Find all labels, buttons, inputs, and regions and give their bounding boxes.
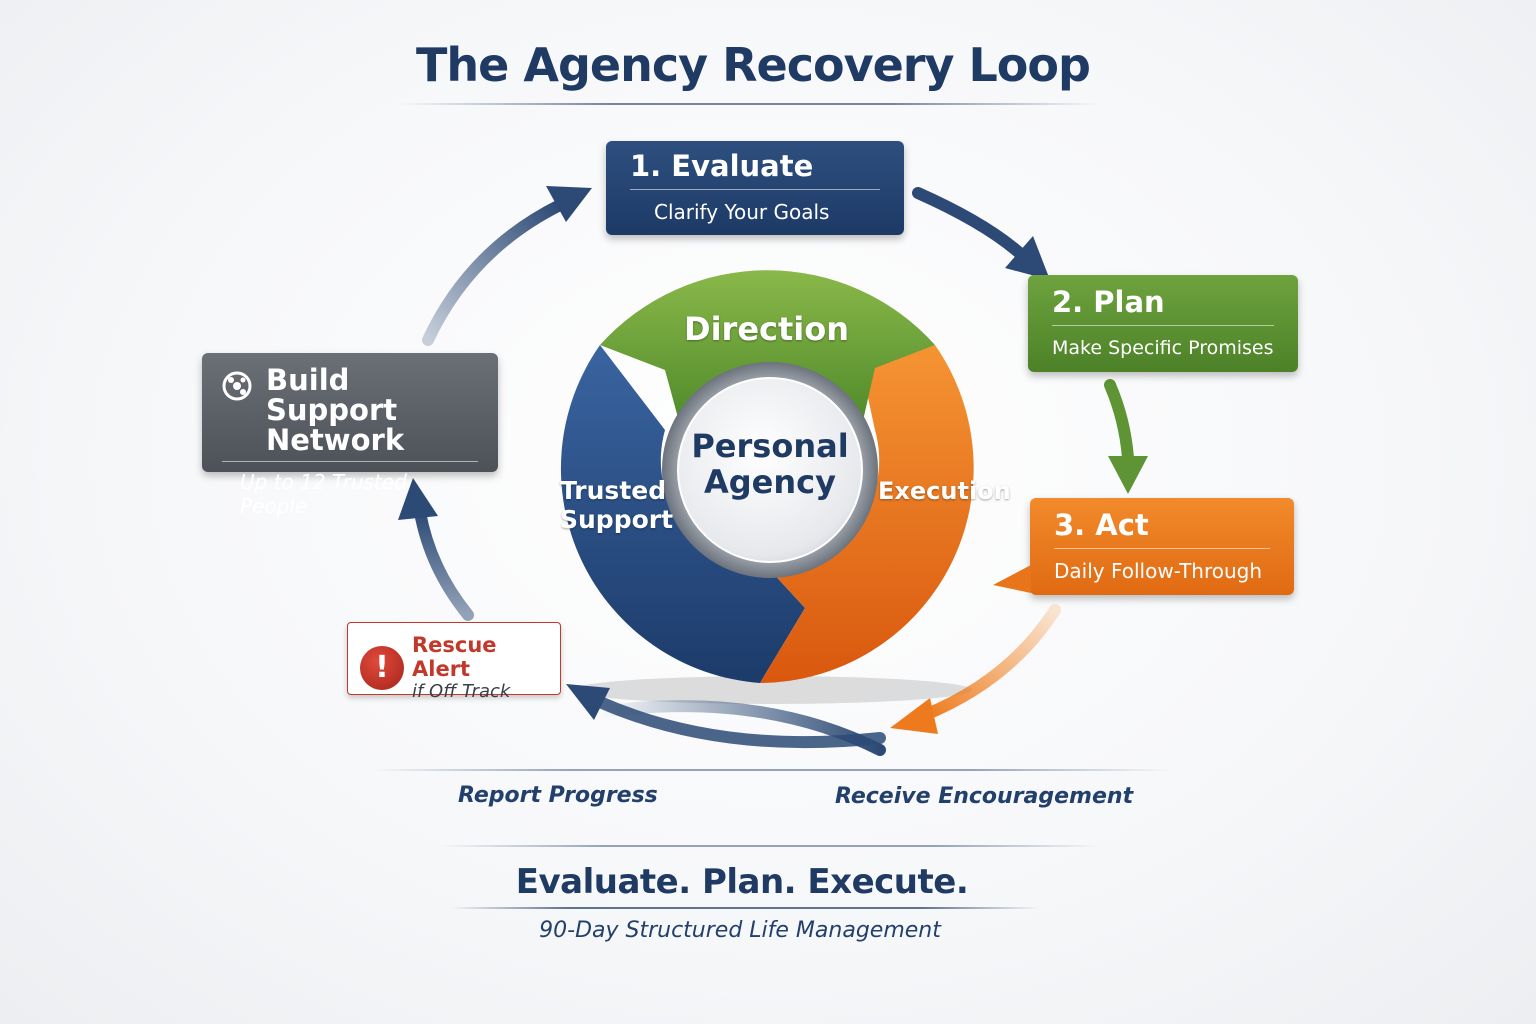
- step-act[interactable]: 3. Act Daily Follow-Through: [1030, 498, 1294, 595]
- label-execution: Execution: [878, 477, 1011, 505]
- step-evaluate-subtitle: Clarify Your Goals: [654, 200, 830, 224]
- step-plan-divider: [1052, 325, 1274, 326]
- step-plan[interactable]: 2. Plan Make Specific Promises: [1028, 275, 1298, 372]
- step-build-support-title: Build Support Network: [266, 365, 478, 455]
- slogan-underline: [450, 907, 1040, 909]
- arrow-plan-to-act-head: [1108, 456, 1148, 494]
- arrow-act-to-bottom-head: [890, 698, 938, 734]
- ring-shadow: [572, 676, 972, 704]
- step-evaluate-divider: [630, 189, 880, 190]
- segment-trusted-support: [560, 345, 805, 683]
- arrow-support-to-evaluate-head: [546, 186, 592, 222]
- step-build-support[interactable]: Build Support Network Up to 12 Trusted P…: [202, 353, 498, 518]
- bottom-rule-mid: [440, 845, 1100, 847]
- rescue-alert-title: Rescue Alert: [412, 633, 497, 681]
- exclamation-icon: !: [360, 646, 404, 690]
- label-direction: Direction: [684, 310, 850, 348]
- arrow-support-to-evaluate: [422, 199, 566, 346]
- label-support: Support: [560, 505, 674, 534]
- center-label: Personal Agency: [678, 428, 862, 500]
- tagline: 90-Day Structured Life Management: [539, 918, 941, 943]
- act-callout-pointer: [993, 565, 1031, 593]
- receive-encouragement-label: Receive Encouragement: [835, 784, 1134, 809]
- arrow-evaluate-to-plan-head: [1005, 236, 1050, 280]
- support-title-line-2: Network: [266, 423, 405, 457]
- bottom-rule-top: [370, 769, 1170, 771]
- rescue-alert[interactable]: ! Rescue Alert if Off Track: [347, 622, 561, 702]
- center-line-1: Personal: [691, 427, 849, 465]
- step-evaluate[interactable]: 1. Evaluate Clarify Your Goals: [606, 141, 904, 235]
- step-build-support-subtitle: Up to 12 Trusted People: [240, 470, 407, 518]
- support-network-icon: [222, 371, 252, 401]
- label-trusted: Trusted: [560, 476, 667, 505]
- label-trusted-support: Trusted Support: [560, 476, 673, 534]
- arrow-bottom-to-rescue-line: [594, 696, 886, 749]
- arrow-plan-to-act: [1104, 379, 1134, 464]
- report-progress-label: Report Progress: [458, 783, 658, 808]
- arrow-act-to-bottom: [919, 604, 1061, 721]
- main-title: The Agency Recovery Loop: [416, 38, 1091, 92]
- step-plan-title: 2. Plan: [1052, 285, 1165, 319]
- title-underline: [400, 103, 1100, 105]
- rescue-alert-subtitle: if Off Track: [412, 681, 511, 702]
- slogan: Evaluate. Plan. Execute.: [515, 862, 969, 902]
- arrow-rescue-to-support-head: [398, 478, 438, 520]
- center-line-2: Agency: [704, 463, 836, 501]
- segment-direction: [600, 270, 935, 425]
- step-build-support-divider: [222, 461, 478, 462]
- support-title-line-1: Build Support: [266, 363, 398, 427]
- center-disk: [677, 377, 863, 563]
- arrow-bottom-to-rescue-head: [566, 684, 610, 720]
- step-act-title: 3. Act: [1054, 508, 1149, 542]
- step-act-subtitle: Daily Follow-Through: [1054, 559, 1263, 583]
- step-act-divider: [1054, 548, 1270, 549]
- step-plan-subtitle: Make Specific Promises: [1052, 337, 1274, 359]
- arrow-evaluate-to-plan: [912, 187, 1031, 264]
- step-evaluate-title: 1. Evaluate: [630, 149, 814, 183]
- arrow-rescue-to-support: [414, 506, 474, 621]
